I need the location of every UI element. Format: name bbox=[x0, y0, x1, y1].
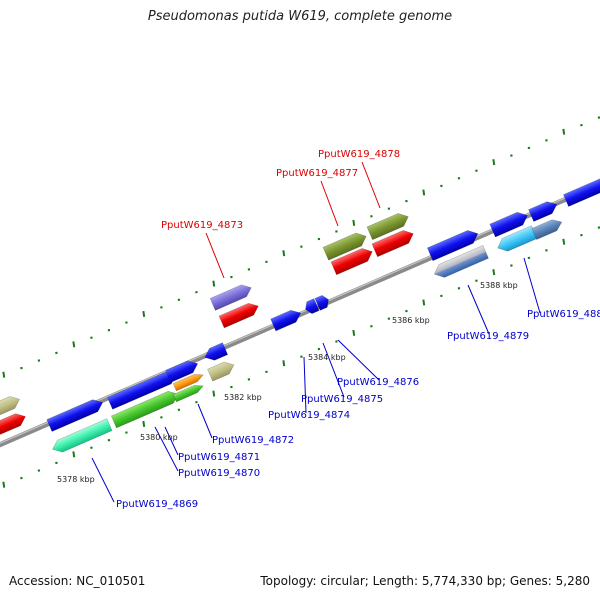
tick-mark bbox=[352, 219, 356, 226]
lower-tick-track bbox=[2, 226, 600, 488]
gene-feature[interactable] bbox=[207, 359, 236, 382]
gene-label[interactable]: PputW619_4873 bbox=[161, 220, 243, 231]
label-leader bbox=[320, 180, 339, 227]
tick-mark bbox=[212, 390, 216, 397]
tick-mark bbox=[72, 341, 76, 348]
tick-mark bbox=[72, 451, 76, 458]
gene-features bbox=[0, 175, 600, 456]
tick-label: 5382 kbp bbox=[224, 393, 262, 402]
label-leader bbox=[164, 426, 179, 456]
gene-feature[interactable] bbox=[0, 410, 28, 438]
tick-mark bbox=[562, 128, 566, 135]
label-leader-lines bbox=[91, 161, 541, 503]
gene-feature[interactable] bbox=[371, 227, 416, 258]
gene-feature[interactable] bbox=[209, 282, 254, 311]
gene-feature[interactable] bbox=[0, 393, 22, 420]
gene-feature[interactable] bbox=[531, 217, 564, 240]
label-leader bbox=[337, 339, 380, 381]
gene-label[interactable]: PputW619_4869 bbox=[116, 499, 198, 510]
gene-label[interactable]: PputW619_4875 bbox=[301, 394, 383, 405]
gene-feature[interactable] bbox=[314, 294, 331, 311]
gene-feature[interactable] bbox=[46, 396, 105, 432]
kbp-tick-labels: 5378 kbp 5380 kbp 5382 kbp 5384 kbp 5386 kbp… bbox=[57, 281, 518, 484]
gene-label[interactable]: PputW619_4874 bbox=[268, 410, 350, 421]
tick-label: 5380 kbp bbox=[140, 433, 178, 442]
tick-mark bbox=[492, 269, 496, 276]
label-leader bbox=[467, 284, 490, 335]
gene-label[interactable]: PputW619_4872 bbox=[212, 435, 294, 446]
label-leader bbox=[91, 457, 115, 503]
gene-feature[interactable] bbox=[50, 418, 113, 456]
gene-feature[interactable] bbox=[165, 358, 201, 383]
gene-feature[interactable] bbox=[432, 245, 489, 280]
tick-label: 5384 kbp bbox=[308, 353, 346, 362]
map-title: Pseudomonas putida W619, complete genome bbox=[147, 9, 453, 24]
label-leader bbox=[322, 342, 345, 398]
gene-label[interactable]: PputW619_4870 bbox=[178, 468, 260, 479]
gene-label[interactable]: PputW619_4871 bbox=[178, 452, 260, 463]
tick-mark bbox=[2, 371, 6, 378]
gene-feature[interactable] bbox=[563, 175, 600, 207]
gene-label[interactable]: PputW619_4878 bbox=[318, 149, 400, 160]
tick-mark bbox=[422, 189, 426, 196]
gene-feature[interactable] bbox=[426, 227, 480, 262]
tick-label: 5378 kbp bbox=[57, 475, 95, 484]
tick-label: 5386 kbp bbox=[392, 316, 430, 325]
tick-mark bbox=[282, 360, 286, 367]
label-leader bbox=[197, 403, 213, 439]
gene-labels: PputW619_4873 PputW619_4877 PputW619_4878P… bbox=[116, 149, 600, 510]
gene-label[interactable]: PputW619_4880 bbox=[527, 309, 600, 320]
tick-mark bbox=[562, 238, 566, 245]
upper-tick-track bbox=[2, 116, 600, 378]
gene-feature[interactable] bbox=[172, 371, 205, 392]
gene-feature[interactable] bbox=[303, 298, 320, 316]
tick-label: 5388 kbp bbox=[480, 281, 518, 290]
label-leader bbox=[154, 426, 179, 472]
tick-mark bbox=[212, 280, 216, 287]
tick-mark bbox=[492, 159, 496, 166]
tick-mark bbox=[2, 481, 6, 488]
gene-feature[interactable] bbox=[270, 307, 304, 332]
gene-feature[interactable] bbox=[218, 300, 261, 329]
tick-mark bbox=[352, 329, 356, 336]
label-leader bbox=[523, 257, 541, 314]
genome-summary-text: Topology: circular; Length: 5,774,330 bp… bbox=[260, 574, 590, 588]
gene-feature[interactable] bbox=[366, 210, 411, 241]
tick-mark bbox=[142, 310, 146, 318]
gene-feature[interactable] bbox=[330, 245, 375, 276]
tick-mark bbox=[422, 299, 426, 306]
gene-feature[interactable] bbox=[172, 382, 205, 403]
label-leader bbox=[303, 356, 307, 414]
tick-mark bbox=[142, 420, 146, 428]
gene-feature[interactable] bbox=[322, 230, 369, 261]
label-leader bbox=[361, 161, 381, 209]
gene-label[interactable]: PputW619_4877 bbox=[276, 168, 358, 179]
gene-label[interactable]: PputW619_4879 bbox=[447, 331, 529, 342]
gene-feature[interactable] bbox=[528, 198, 560, 222]
accession-text: Accession: NC_010501 bbox=[9, 574, 146, 588]
gene-feature[interactable] bbox=[202, 342, 229, 364]
label-leader bbox=[205, 232, 225, 279]
tick-mark bbox=[282, 250, 286, 257]
gene-feature[interactable] bbox=[489, 209, 530, 238]
gene-label[interactable]: PputW619_4876 bbox=[337, 377, 419, 388]
